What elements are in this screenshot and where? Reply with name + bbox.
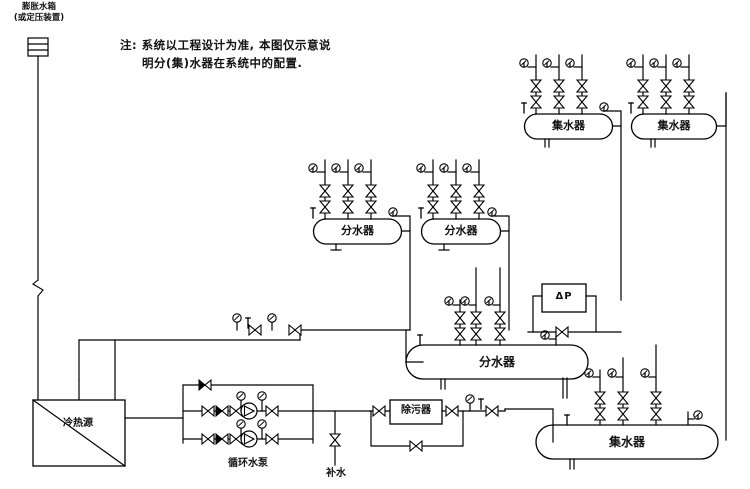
expansion-tank-symbol (27, 37, 49, 419)
makeup-water-label: 补水 (315, 468, 357, 481)
vessel-label-main-supply-manifold: 分水器 (406, 355, 588, 370)
circulating-pump-label-text: 循环水泵 (228, 458, 268, 469)
vessel-label-text: 集水器 (552, 119, 585, 132)
makeup-water-line (329, 410, 341, 466)
expansion-tank-label: 膨胀水箱 (或定压装置) (2, 2, 76, 23)
vessel-label-return-collector-top-right: 集水器 (631, 119, 717, 133)
circulating-pump-label: 循环水泵 (198, 458, 298, 471)
vessel-label-text: 集水器 (608, 435, 645, 449)
makeup-water-label-text: 补水 (326, 468, 346, 479)
riser-group-top-right (626, 54, 695, 115)
vessel-supply-manifold-upper-left (312, 218, 403, 251)
riser-group-main-supply (417, 267, 506, 346)
vessel-return-collector-top-left (523, 113, 614, 148)
vessel-label-text: 分水器 (341, 224, 374, 237)
dirt-separator-label-text: 除污器 (401, 405, 431, 416)
outlet-upper-left (388, 207, 411, 331)
outlet-top-left (599, 102, 622, 301)
supply-header-fittings (232, 313, 302, 336)
main-supply-outlet (540, 330, 557, 346)
diagram-note: 注: 系统以工程设计为准, 本图仅示意说 明分(集)水器在系统中的配置. (120, 38, 331, 71)
delta-p-assembly (527, 283, 622, 338)
outlet-top-right (716, 92, 727, 441)
vessel-main-return-collector (535, 424, 719, 470)
vessel-label-text: 集水器 (657, 119, 691, 132)
vessel-return-collector-top-right (630, 113, 718, 148)
return-header-marks (562, 377, 568, 399)
dirt-separator-label: 除污器 (390, 405, 442, 418)
heat-source-box (32, 339, 126, 467)
vessel-main-supply-manifold (405, 344, 589, 390)
diagram-note-line1: 注: 系统以工程设计为准, 本图仅示意说 (120, 38, 331, 52)
vessel-label-main-return-collector: 集水器 (536, 435, 718, 450)
heat-source-label: 冷热源 (63, 418, 93, 431)
delta-p-label-text: ΔP (555, 291, 573, 302)
vessel-label-return-collector-top-left: 集水器 (524, 119, 613, 133)
expansion-tank-label-line2: (或定压装置) (13, 12, 65, 23)
riser-group-upper-left (308, 159, 377, 220)
vessel-label-supply-manifold-upper-right: 分水器 (422, 224, 500, 238)
delta-p-label: ΔP (542, 291, 586, 304)
vessel-supply-manifold-upper-right (420, 218, 502, 251)
diagram-note-line2: 明分(集)水器在系统中的配置. (142, 56, 303, 71)
riser-group-top-left (519, 54, 588, 115)
dirt-separator-assembly (369, 394, 506, 452)
circulating-pump-assembly (182, 379, 314, 448)
riser-group-upper-right (416, 159, 485, 220)
vessel-label-text: 分水器 (478, 355, 515, 369)
pipe-break-symbol (32, 279, 44, 297)
expansion-tank-label-line1: 膨胀水箱 (21, 2, 56, 12)
vessel-label-text: 分水器 (444, 224, 478, 237)
outlet-upper-right (487, 207, 510, 331)
main-return-gauge (687, 410, 703, 426)
vessel-label-supply-manifold-upper-left: 分水器 (313, 224, 402, 238)
heat-source-label-text: 冷热源 (63, 418, 93, 429)
riser-group-main-return (564, 344, 662, 426)
